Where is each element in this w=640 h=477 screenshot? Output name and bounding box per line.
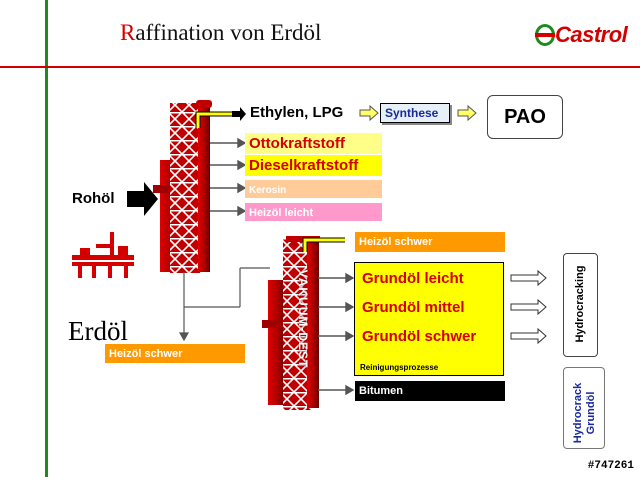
synthese-flow-arrows bbox=[359, 104, 477, 122]
heizoel-schwer-top-label: Heizöl schwer bbox=[359, 236, 433, 248]
heizoel-schwer-top-box: Heizöl schwer bbox=[355, 232, 505, 252]
heizoel-schwer-left-box: Heizöl schwer bbox=[105, 344, 245, 363]
atmospheric-distillation-column bbox=[153, 100, 212, 273]
grundoel-schwer-label: Grundöl schwer bbox=[362, 328, 477, 345]
ottokraftstoff-label: Ottokraftstoff bbox=[249, 135, 345, 152]
grundoel-box: Grundöl leicht Grundöl mittel Grundöl sc… bbox=[354, 262, 504, 376]
column2-outlet-arrows bbox=[318, 272, 355, 396]
hydrocrack-grundoel-box: Hydrocrack Grundöl bbox=[563, 367, 605, 449]
heizoel-leicht-box: Heizöl leicht bbox=[245, 203, 382, 221]
hydrocrack-grundoel-text: Hydrocrack Grundöl bbox=[572, 372, 598, 454]
ethylen-lpg-label: Ethylen, LPG bbox=[250, 104, 344, 121]
hydrocracking-box: Hydrocracking bbox=[563, 253, 598, 357]
heizoel-schwer-left-label: Heizöl schwer bbox=[109, 348, 183, 360]
red-horizontal-rule bbox=[0, 66, 640, 68]
vakuum-dest-label: VAKUUM-DEST bbox=[296, 269, 310, 369]
heizoel-leicht-label: Heizöl leicht bbox=[249, 207, 314, 219]
hydrocrack-line1: Hydrocrack bbox=[572, 382, 584, 444]
kerosin-label: Kerosin bbox=[249, 185, 287, 196]
grundoel-mittel-label: Grundöl mittel bbox=[362, 299, 465, 316]
erdoel-label: Erdöl bbox=[68, 316, 128, 346]
green-vertical-rule bbox=[45, 0, 48, 477]
ethylen-arrow bbox=[232, 107, 246, 121]
pao-box: PAO bbox=[487, 95, 563, 139]
bitumen-label: Bitumen bbox=[359, 385, 403, 397]
synthese-box: Synthese bbox=[380, 103, 450, 123]
kerosin-box: Kerosin bbox=[245, 180, 382, 198]
dieselkraftstoff-label: Dieselkraftstoff bbox=[249, 157, 359, 174]
castrol-emblem-icon bbox=[535, 24, 555, 46]
hydrocrack-line2: Grundöl bbox=[585, 391, 597, 435]
rohoel-label: Rohöl bbox=[72, 190, 115, 207]
column1-outlet-arrows bbox=[210, 137, 247, 217]
oil-platform-icon bbox=[72, 232, 134, 278]
castrol-logo: Castrol bbox=[533, 22, 631, 48]
ottokraftstoff-box: Ottokraftstoff bbox=[245, 133, 382, 154]
pao-label: PAO bbox=[504, 106, 546, 128]
grundoel-leicht-label: Grundöl leicht bbox=[362, 270, 464, 287]
hydrocracking-arrows bbox=[510, 269, 547, 345]
dieselkraftstoff-box: Dieselkraftstoff bbox=[245, 155, 382, 176]
slide-title: Raffination von Erdöl bbox=[120, 20, 322, 45]
crude-input-arrow bbox=[127, 182, 158, 216]
reinigungsprozesse-label: Reinigungsprozesse bbox=[360, 363, 439, 372]
logo-text: Castrol bbox=[555, 22, 628, 47]
image-id-label: #747261 bbox=[587, 460, 634, 472]
synthese-label: Synthese bbox=[385, 106, 439, 120]
hydrocracking-label: Hydrocracking bbox=[574, 265, 586, 343]
residue-flow-lines bbox=[178, 267, 270, 342]
bitumen-box: Bitumen bbox=[355, 381, 505, 401]
vacuum-distillation-column bbox=[262, 236, 320, 410]
